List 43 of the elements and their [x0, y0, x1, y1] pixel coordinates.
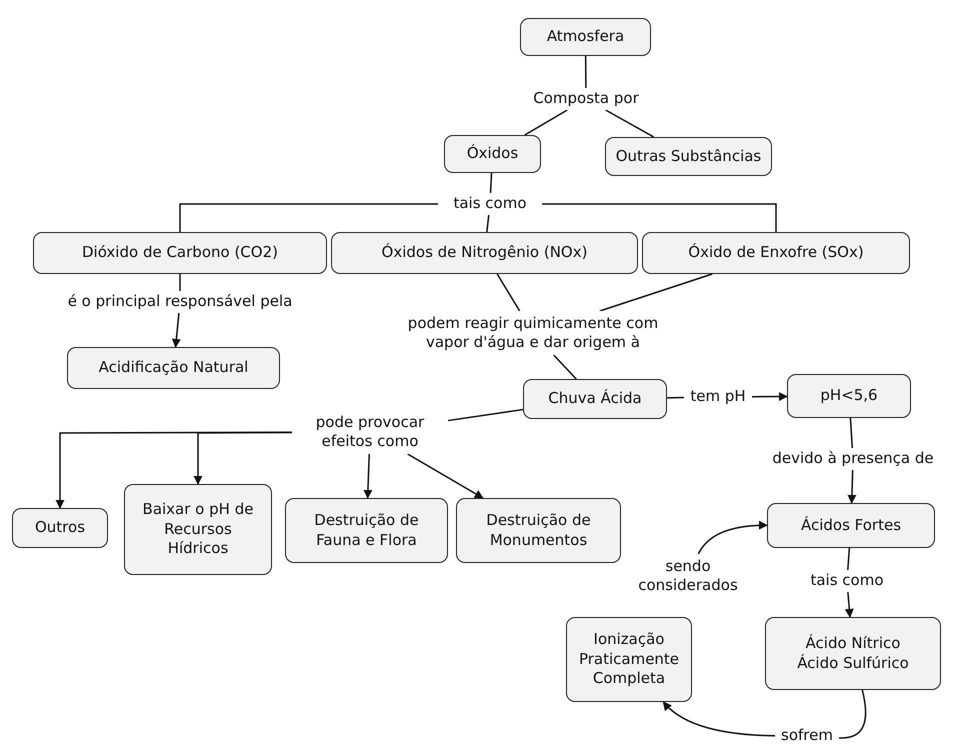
arrow — [752, 392, 788, 402]
concept-box: Óxido de Enxofre (SOx) — [642, 232, 910, 274]
arrow — [407, 453, 484, 499]
connector-line — [179, 274, 181, 291]
connector-line — [850, 418, 854, 448]
concept-box: Ionização Praticamente Completa — [566, 617, 692, 702]
concept-box — [765, 617, 941, 690]
connector-line — [839, 690, 866, 739]
connector-line — [542, 203, 777, 232]
concept-box: Destruição de Fauna e Flora — [285, 498, 448, 563]
concept-box: Baixar o pH de Recursos Hídricos — [124, 484, 272, 575]
concept-box: Destruição de Monumentos — [456, 498, 621, 563]
concept-box: pH<5,6 — [787, 374, 911, 418]
arrow — [194, 432, 292, 485]
connector-line — [605, 109, 654, 138]
arrow — [662, 701, 776, 736]
concept-box: Dióxido de Carbono (CO2) — [33, 232, 327, 274]
concept-text: Ácido Sulfúrico — [797, 654, 909, 673]
arrow — [698, 520, 768, 554]
concept-text: Ácido Nítrico — [806, 634, 900, 654]
connector-line — [553, 354, 577, 380]
concept-box: Óxidos de Nitrogênio (NOx) — [331, 232, 638, 274]
concept-box: Outras Substâncias — [605, 137, 772, 176]
connector-line — [448, 408, 524, 422]
arrow — [363, 454, 372, 499]
concept-box: Atmosfera — [520, 18, 651, 56]
concept-box: Acidificação Natural — [67, 347, 280, 389]
concept-box: Óxidos — [444, 135, 541, 173]
connector-line — [666, 396, 684, 399]
concept-box: Ácidos Fortes — [767, 503, 935, 548]
connector-line — [179, 203, 438, 232]
connector-line — [490, 172, 492, 194]
connector-line — [486, 214, 490, 232]
connector-line — [496, 274, 520, 312]
arrow — [172, 312, 181, 348]
arrow — [844, 592, 854, 618]
concept-box: Outros — [12, 508, 108, 548]
arrow — [847, 470, 856, 504]
connector-line — [847, 548, 850, 570]
connector-line — [584, 56, 587, 88]
connector-line — [524, 109, 568, 136]
concept-box: Chuva Ácida — [523, 379, 667, 419]
connector-line — [600, 273, 712, 312]
